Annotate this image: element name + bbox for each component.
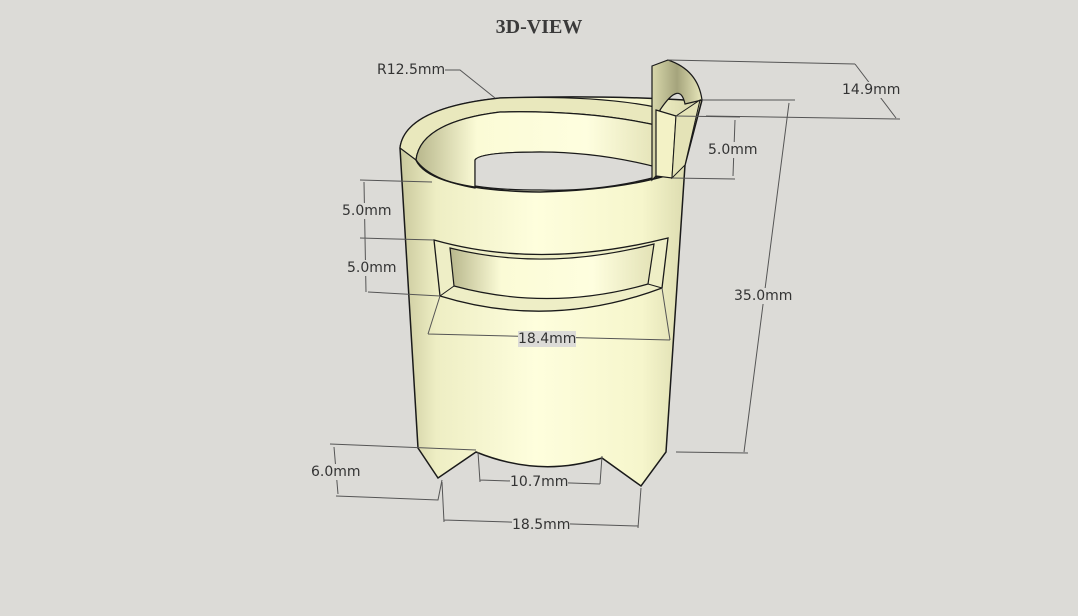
dim-radius: R12.5mm xyxy=(377,62,446,78)
dim-notch-depth: 6.0mm xyxy=(311,464,361,480)
dimension-lines xyxy=(329,59,901,529)
dim-notch-width: 10.7mm xyxy=(510,474,569,490)
dim-window-width: 18.4mm xyxy=(518,331,577,347)
dim-slot-depth: 5.0mm xyxy=(708,142,758,158)
view-title: 3D-VIEW xyxy=(495,16,583,38)
dim-bottom-span: 18.5mm xyxy=(512,517,571,533)
dim-tab-width: 14.9mm xyxy=(842,82,901,98)
dim-window-height: 5.0mm xyxy=(347,260,397,276)
top-tab xyxy=(651,59,703,182)
dim-height: 35.0mm xyxy=(734,288,793,304)
dim-window-offset: 5.0mm xyxy=(342,203,392,219)
